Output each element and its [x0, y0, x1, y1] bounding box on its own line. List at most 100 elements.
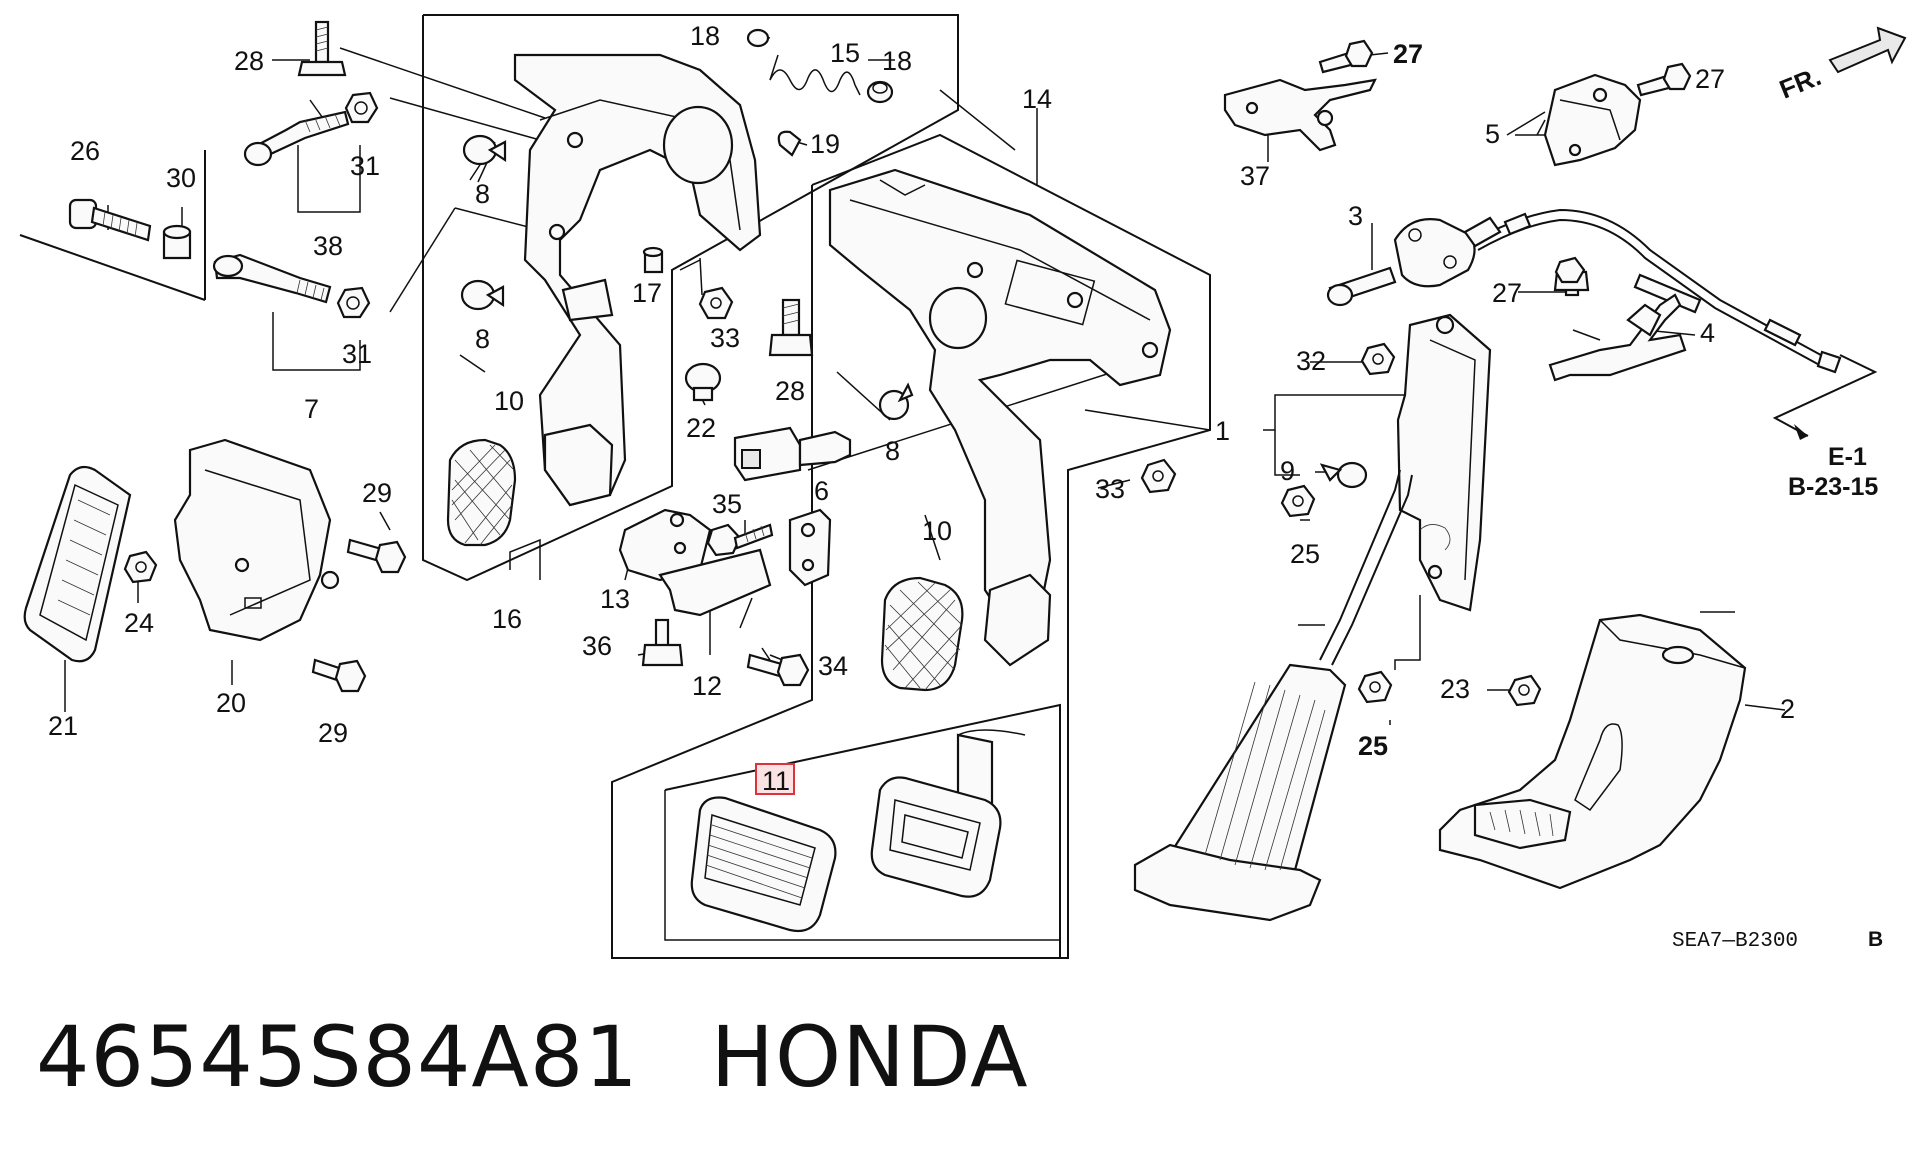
pedal-pad-10-left-icon	[446, 438, 517, 547]
callout-24: 24	[124, 608, 154, 638]
clip-8-upper-icon	[462, 134, 507, 166]
cap-18-right-icon	[866, 80, 894, 104]
enclosure-lines	[19, 14, 1878, 959]
nut-32-icon	[1360, 342, 1396, 376]
callout-8-upper: 8	[475, 179, 490, 209]
nut-24-icon	[123, 550, 158, 584]
brand-name: HONDA	[710, 1008, 1029, 1106]
foot-rest-21-icon	[23, 465, 132, 663]
nut-31-lower-icon	[336, 286, 371, 319]
front-arrow-icon	[1828, 26, 1907, 74]
callout-4: 4	[1700, 318, 1715, 348]
front-arrow-label: FR.	[1775, 61, 1825, 105]
pin-38-icon	[243, 110, 350, 167]
callout-18-left: 18	[690, 21, 720, 51]
inset-pedal-icon	[870, 729, 1026, 898]
callout-labels: 28 26 30 31 38 31 7 8 8 10 16 18 15 18 1…	[48, 21, 1795, 761]
callout-27-right: 27	[1695, 64, 1725, 94]
pin-7-icon	[212, 253, 332, 304]
bracket-20-icon	[173, 438, 340, 642]
nut-25-lower-icon	[1357, 670, 1393, 704]
callout-11: 11	[762, 766, 790, 796]
callout-31-lower: 31	[342, 339, 372, 369]
callout-31-upper: 31	[350, 151, 380, 181]
callout-21: 21	[48, 711, 78, 741]
callout-6: 6	[814, 476, 829, 506]
callout-25-upper: 25	[1290, 539, 1320, 569]
pedal-pad-10-right-icon	[880, 576, 964, 692]
pedal-pad-11-icon	[690, 796, 837, 933]
callout-3: 3	[1348, 201, 1363, 231]
bolt-27-top-icon	[1318, 39, 1374, 74]
clutch-pedal-16-icon	[513, 53, 762, 507]
callout-12: 12	[692, 671, 722, 701]
highlighted-callout-11[interactable]: 11	[755, 763, 795, 796]
callout-10-right: 10	[922, 516, 952, 546]
nut-25-upper-icon	[1280, 484, 1316, 518]
callout-25-lower: 25	[1358, 731, 1388, 761]
bolt-29-lower-icon	[311, 658, 367, 693]
callout-14: 14	[1022, 84, 1052, 114]
callout-28-middle: 28	[775, 376, 805, 406]
reference-line2: B-23-15	[1788, 473, 1878, 501]
bolt-27-right-icon	[1636, 62, 1692, 97]
nut-23-icon	[1507, 674, 1542, 707]
bracket-13-icon	[618, 508, 772, 617]
accelerator-pedal-1-icon	[1133, 313, 1492, 922]
throttle-cable-icon	[1463, 208, 1842, 374]
callout-16: 16	[492, 604, 522, 634]
callout-15: 15	[830, 38, 860, 68]
clip-19-icon	[777, 130, 802, 157]
bolt-28-icon	[297, 20, 347, 77]
clip-8-right-icon	[878, 382, 914, 421]
callout-33-right: 33	[1095, 474, 1125, 504]
clip-8-middle-icon	[460, 279, 505, 311]
diagram-code-suffix: B	[1868, 928, 1883, 951]
callout-10-left: 10	[494, 386, 524, 416]
callout-1: 1	[1215, 416, 1230, 446]
callout-37: 37	[1240, 161, 1270, 191]
callout-29-lower: 29	[318, 718, 348, 748]
callout-26: 26	[70, 136, 100, 166]
callout-13: 13	[600, 584, 630, 614]
callout-32: 32	[1296, 346, 1326, 376]
spring-15-icon	[769, 54, 861, 96]
nut-33-left-icon	[698, 286, 734, 320]
grommet-22-icon	[684, 362, 722, 402]
clip-9-icon	[1319, 461, 1368, 489]
callout-17: 17	[632, 278, 662, 308]
bracket-37-icon	[1223, 78, 1377, 152]
bolt-27-middle-icon	[1553, 256, 1590, 297]
bolt-34-icon	[746, 653, 810, 687]
callout-27-middle: 27	[1492, 278, 1522, 308]
bolt-35-icon	[706, 523, 774, 557]
callout-38: 38	[313, 231, 343, 261]
callout-7: 7	[304, 394, 319, 424]
reference-line1: E-1	[1828, 443, 1867, 471]
callout-23: 23	[1440, 674, 1470, 704]
callout-22: 22	[686, 413, 716, 443]
bushing-17-icon	[642, 246, 664, 274]
callout-34: 34	[818, 651, 848, 681]
callout-27-top: 27	[1393, 39, 1423, 69]
collar-30-icon	[162, 224, 192, 260]
callout-30: 30	[166, 163, 196, 193]
callout-33-left: 33	[710, 323, 740, 353]
brake-pedal-14-icon	[828, 168, 1172, 667]
switch-6-icon	[733, 426, 852, 482]
bracket-5-icon	[1543, 73, 1642, 167]
callout-20: 20	[216, 688, 246, 718]
callout-5: 5	[1485, 119, 1500, 149]
callout-18-right: 18	[882, 46, 912, 76]
cover-2-icon	[1438, 613, 1747, 890]
bolt-29-upper-icon	[346, 538, 407, 574]
callout-28-top: 28	[234, 46, 264, 76]
callout-2: 2	[1780, 694, 1795, 724]
bolt-28-middle-icon	[768, 298, 814, 357]
callout-9: 9	[1280, 456, 1295, 486]
cap-18-left-icon	[746, 28, 770, 48]
parts	[23, 20, 1907, 933]
diagram-code: SEA7—B2300	[1672, 930, 1798, 953]
bolt-26-icon	[68, 198, 152, 242]
